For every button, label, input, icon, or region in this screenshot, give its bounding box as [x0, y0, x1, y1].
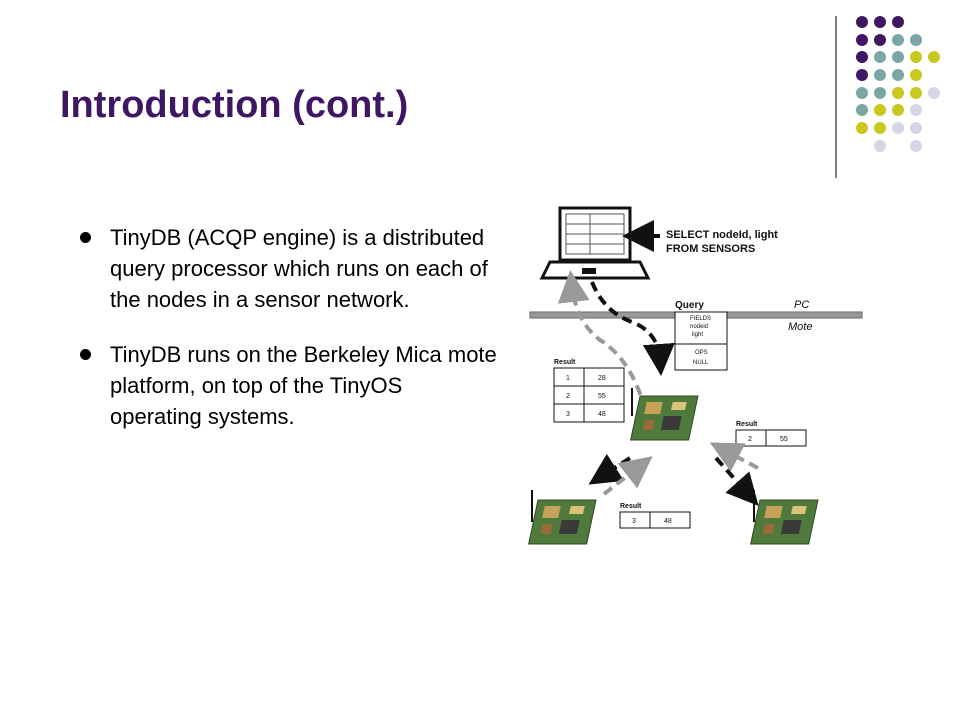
- dot: [910, 34, 922, 46]
- dot: [910, 87, 922, 99]
- dot: [856, 51, 868, 63]
- dot: [856, 122, 868, 134]
- dot: [910, 69, 922, 81]
- dot: [856, 16, 868, 28]
- mote-label: Mote: [788, 321, 812, 333]
- result-label: Result: [736, 421, 758, 428]
- result-table-bottom: Result 3 48: [619, 503, 691, 529]
- mote-board-icon: [528, 490, 597, 545]
- dot: [874, 16, 886, 28]
- result-cell: 2: [748, 436, 752, 443]
- dot: [892, 87, 904, 99]
- ops-label: OPS: [695, 350, 708, 356]
- result-cell: 48: [664, 518, 672, 525]
- dot: [874, 87, 886, 99]
- dot: [892, 122, 904, 134]
- dot: [856, 69, 868, 81]
- query-label: Query: [675, 300, 704, 311]
- dot: [874, 140, 886, 152]
- result-cell: 28: [598, 375, 606, 382]
- result-label: Result: [620, 503, 642, 510]
- fields-label: FIELDS: [690, 316, 711, 322]
- query-flow-arrow: [590, 281, 675, 376]
- query-select-annotation: SELECT nodeId, light FROM SENSORS: [622, 220, 778, 255]
- dot: [856, 34, 868, 46]
- result-table-main: Result 1 28 2 55 3 48: [553, 359, 625, 423]
- result-cell: 1: [566, 375, 570, 382]
- dot: [892, 16, 904, 28]
- result-cell: 3: [566, 411, 570, 418]
- bullet-item: TinyDB runs on the Berkeley Mica mote pl…: [80, 339, 500, 432]
- ops-value: NULL: [693, 360, 709, 366]
- tinydb-network-diagram: SELECT nodeId, light FROM SENSORS Query …: [528, 206, 863, 545]
- dot: [874, 104, 886, 116]
- result-cell: 55: [780, 436, 788, 443]
- dot: [874, 122, 886, 134]
- result-cell: 55: [598, 393, 606, 400]
- result-flow-arrow: [557, 270, 647, 411]
- select-text-line-1: SELECT nodeId, light: [666, 229, 778, 241]
- select-text-line-2: FROM SENSORS: [666, 243, 755, 255]
- result-cell: 2: [566, 393, 570, 400]
- dot: [892, 69, 904, 81]
- result-flow-arrow: [602, 456, 653, 496]
- result-label: Result: [554, 359, 576, 366]
- dot: [856, 87, 868, 99]
- result-cell: 48: [598, 411, 606, 418]
- result-cell: 3: [632, 518, 636, 525]
- dot: [892, 104, 904, 116]
- dot: [910, 51, 922, 63]
- decorative-dot-grid: [856, 16, 940, 152]
- mote-board-icon: [750, 490, 819, 545]
- query-fields-box: FIELDS nodeid light OPS NULL: [674, 311, 728, 371]
- field-2: light: [692, 332, 703, 338]
- dot: [910, 104, 922, 116]
- pc-label: PC: [794, 299, 809, 311]
- dot: [910, 122, 922, 134]
- dot: [874, 51, 886, 63]
- dot: [892, 34, 904, 46]
- dot: [910, 140, 922, 152]
- dot: [856, 104, 868, 116]
- slide-title: Introduction (cont.): [60, 84, 409, 126]
- bullet-list: TinyDB (ACQP engine) is a distributed qu…: [80, 222, 500, 456]
- bullet-item: TinyDB (ACQP engine) is a distributed qu…: [80, 222, 500, 315]
- laptop-icon: [539, 206, 651, 280]
- query-flow-arrow: [588, 453, 632, 485]
- result-table-right: Result 2 55: [735, 421, 807, 447]
- dot: [928, 51, 940, 63]
- query-flow-arrow: [714, 456, 759, 506]
- dot: [928, 87, 940, 99]
- decorative-vertical-rule: [835, 16, 837, 178]
- result-flow-arrow: [709, 442, 759, 472]
- mote-board-icon: [630, 388, 699, 441]
- dot: [874, 69, 886, 81]
- dot: [892, 51, 904, 63]
- field-1: nodeid: [690, 324, 708, 330]
- dot: [874, 34, 886, 46]
